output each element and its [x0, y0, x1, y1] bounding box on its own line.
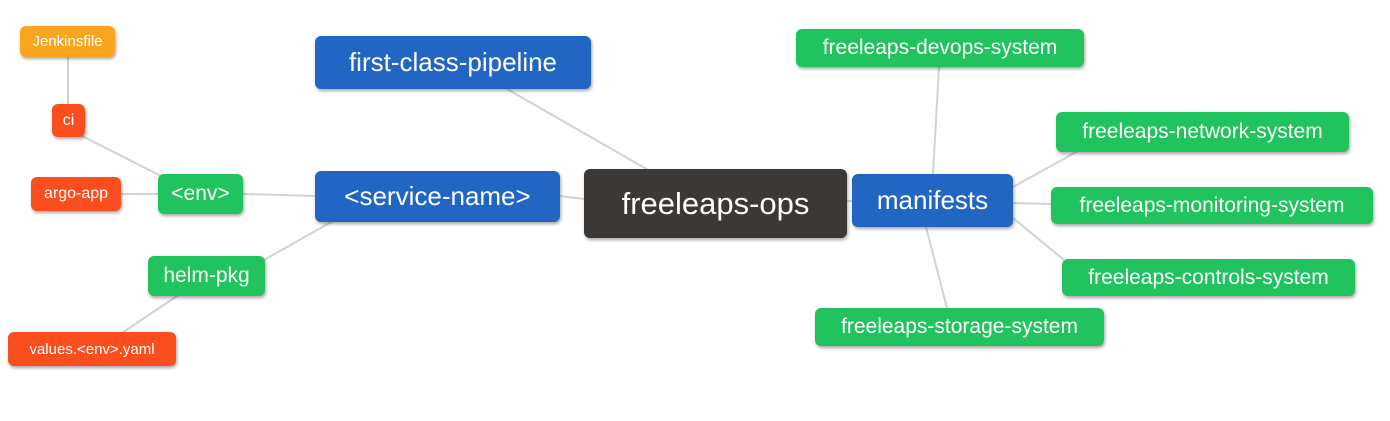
node-manifests[interactable]: manifests — [852, 174, 1013, 227]
edge-manifests-storage — [925, 226, 948, 309]
edge-pipeline-ops — [506, 88, 651, 172]
node-devops-system[interactable]: freeleaps-devops-system — [796, 29, 1084, 67]
node-freeleaps-ops[interactable]: freeleaps-ops — [584, 169, 847, 238]
edge-manifests-devops — [932, 66, 940, 175]
node-helm-pkg[interactable]: helm-pkg — [148, 256, 265, 296]
node-jenkinsfile[interactable]: Jenkinsfile — [20, 26, 115, 57]
node-first-class-pipeline[interactable]: first-class-pipeline — [315, 36, 591, 89]
node-ci[interactable]: ci — [52, 104, 85, 137]
node-storage-system[interactable]: freeleaps-storage-system — [815, 308, 1104, 346]
edge-manifests-network — [1012, 150, 1079, 188]
edge-manifests-controls — [1012, 217, 1065, 261]
edge-service-name-ops — [559, 195, 585, 200]
node-argo-app[interactable]: argo-app — [31, 177, 121, 211]
edge-helm-pkg-service-name — [263, 220, 334, 261]
node-network-system[interactable]: freeleaps-network-system — [1056, 112, 1349, 152]
edge-values-helm-pkg — [121, 293, 181, 334]
node-controls-system[interactable]: freeleaps-controls-system — [1062, 259, 1355, 296]
node-service-name[interactable]: <service-name> — [315, 171, 560, 222]
node-env[interactable]: <env> — [158, 174, 243, 214]
node-values-env-yaml[interactable]: values.<env>.yaml — [8, 332, 176, 366]
edge-manifests-monitoring — [1012, 202, 1052, 205]
edge-ci-env — [79, 134, 164, 178]
node-monitoring-system[interactable]: freeleaps-monitoring-system — [1051, 187, 1373, 224]
edge-env-service-name — [242, 193, 316, 197]
